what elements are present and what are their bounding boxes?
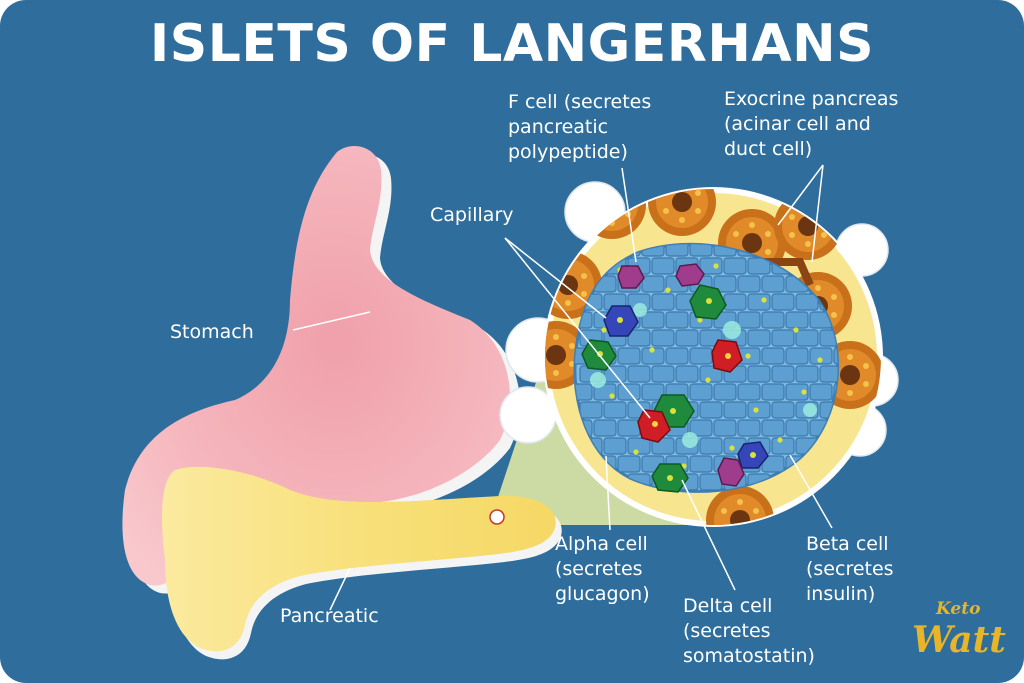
pancreas-shape (162, 466, 562, 660)
label-exocrine-pancreas: Exocrine pancreas (acinar cell and duct … (724, 88, 899, 160)
label-stomach: Stomach (170, 321, 254, 343)
label-delta-cell: Delta cell (secretes somatostatin) (683, 595, 815, 667)
f-cells (617, 263, 745, 487)
label-capillary: Capillary (430, 204, 514, 226)
keto-watt-logo: Keto Watt (908, 592, 1008, 668)
label-f-cell: F cell (secretes pancreatic polypeptide) (508, 91, 652, 163)
islet-cell-grid (574, 244, 838, 491)
magnified-islet-circle (543, 187, 883, 527)
islet-location-marker (489, 509, 505, 525)
beta-cells-highlighted (603, 305, 769, 469)
page-title: ISLETS OF LANGERHANS (149, 14, 875, 74)
delta-cells (637, 339, 743, 443)
leader-lines (292, 164, 833, 611)
logo-word-top: Keto (935, 599, 980, 619)
acinar-clusters (545, 189, 881, 525)
label-beta-cell: Beta cell (secretes insulin) (806, 533, 894, 605)
label-pancreatic: Pancreatic (280, 605, 379, 627)
label-alpha-cell: Alpha cell (secretes glucagon) (555, 533, 650, 605)
logo-word-bottom: Watt (912, 619, 1006, 661)
